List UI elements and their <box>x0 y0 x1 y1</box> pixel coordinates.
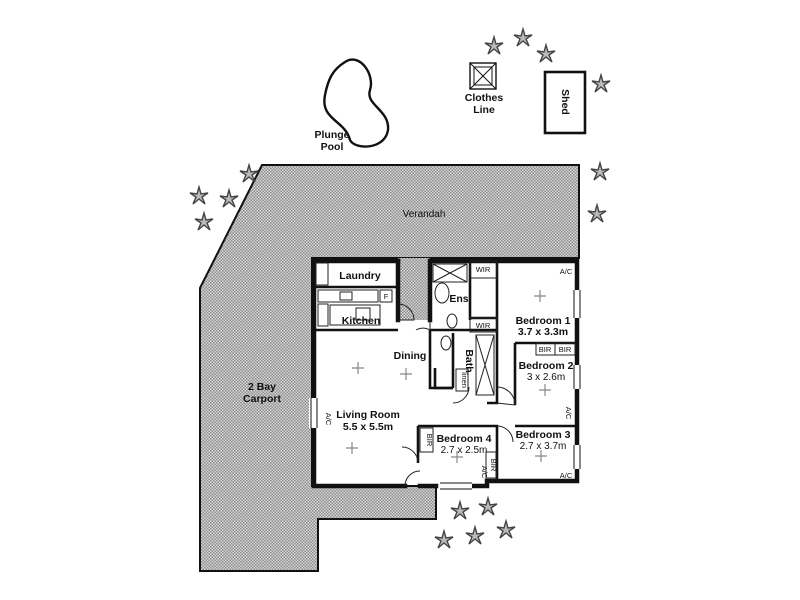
laundry-label: Laundry <box>339 270 381 282</box>
verandah-carport-area <box>199 164 580 572</box>
plunge-pool-label-2: Pool <box>321 141 344 153</box>
kitchen-label: Kitchen <box>342 315 381 327</box>
bedroom4-label: Bedroom 4 <box>437 433 492 445</box>
dining-label: Dining <box>394 350 427 362</box>
light-fittings <box>346 290 551 463</box>
ensuite-label: Ens <box>449 293 468 305</box>
kitchen-fixtures <box>315 262 393 327</box>
bath-fixtures <box>440 334 495 396</box>
wir-mid-label: WIR <box>476 321 491 330</box>
linen-label: linen <box>460 372 469 388</box>
hall-verandah-strip <box>398 258 430 320</box>
bedroom3-label: Bedroom 3 <box>516 429 571 441</box>
shed-label: Shed <box>559 89 571 115</box>
interior-walls <box>314 261 577 481</box>
living-room-label: Living Room <box>336 409 400 421</box>
ac-living-label: A/C <box>324 413 333 426</box>
ac-bed2-label: A/C <box>564 407 573 420</box>
ac-bed3-label: A/C <box>560 471 573 480</box>
verandah-label: Verandah <box>403 209 446 220</box>
exterior-walls <box>311 258 580 489</box>
wir-top-label: WIR <box>476 265 491 274</box>
bir-b4-label: BIR <box>425 434 434 447</box>
bedroom3-size: 2.7 x 3.7m <box>520 441 567 452</box>
shed-box <box>543 70 587 135</box>
ensuite-fixtures <box>432 263 468 329</box>
fridge-label: F <box>384 292 389 301</box>
closets <box>419 260 576 479</box>
windows <box>309 290 582 491</box>
plunge-pool-label-1: Plunge <box>314 129 349 141</box>
ac-bed1-label: A/C <box>560 267 573 276</box>
ac-bed4-label: A/C <box>480 466 489 479</box>
bedroom1-size: 3.7 x 3.3m <box>518 326 568 338</box>
bir-b1-left-label: BIR <box>539 345 552 354</box>
plunge-pool <box>323 58 390 148</box>
clothes-line-label-1: Clothes <box>465 92 504 104</box>
bir-b1-right-label: BIR <box>559 345 572 354</box>
bir-b3-label: BIR <box>489 459 498 472</box>
carport-label-1: 2 Bay <box>248 381 276 393</box>
bedroom2-label: Bedroom 2 <box>519 360 574 372</box>
clothes-line-label-2: Line <box>473 104 495 116</box>
bath-label: Bath <box>463 349 475 372</box>
clothes-line-icon <box>469 62 497 90</box>
bedroom4-size: 2.7 x 2.5m <box>441 445 488 456</box>
bedroom2-size: 3 x 2.6m <box>527 372 565 383</box>
bedroom1-label: Bedroom 1 <box>516 315 571 327</box>
carport-label-2: Carport <box>243 393 281 405</box>
living-room-size: 5.5 x 5.5m <box>343 421 393 433</box>
